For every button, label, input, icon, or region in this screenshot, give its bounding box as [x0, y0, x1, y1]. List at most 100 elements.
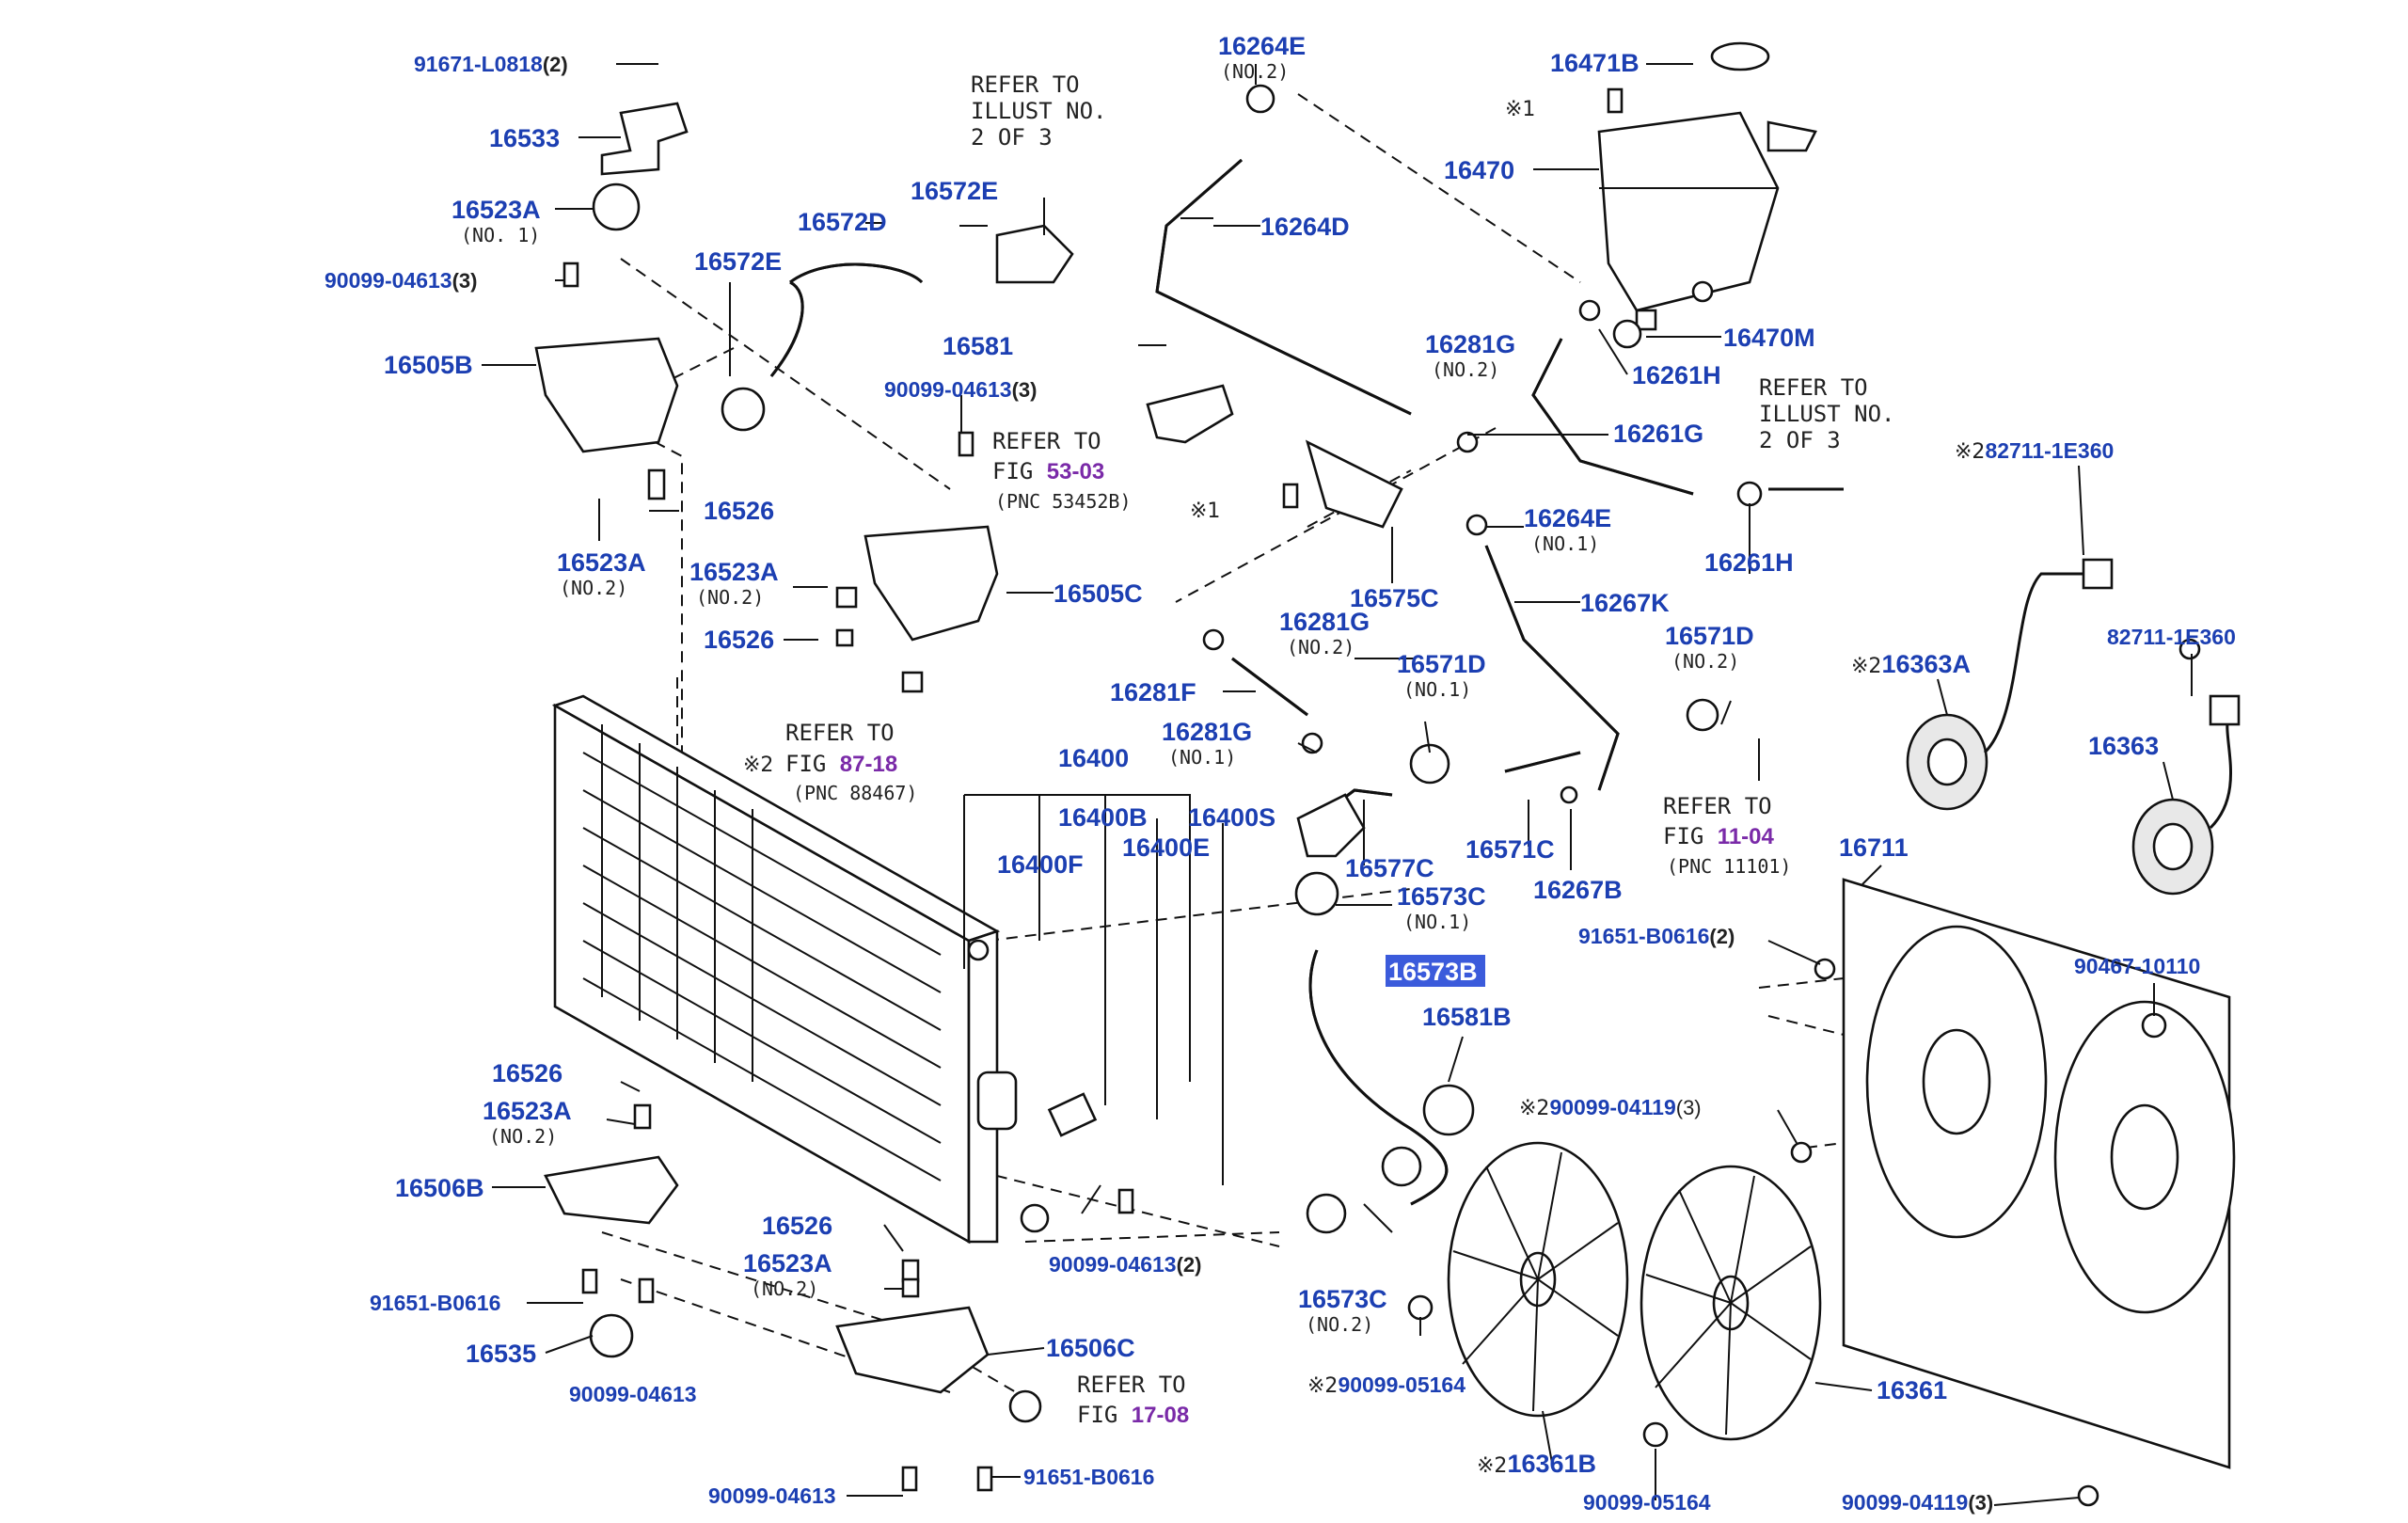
- part-label[interactable]: 91651-B0616: [370, 1291, 500, 1315]
- part-label[interactable]: 16361: [1877, 1376, 1947, 1404]
- refer-illust-note[interactable]: REFER TO ILLUST NO. 2 OF 3: [971, 71, 1120, 151]
- part-label[interactable]: 16572E: [911, 177, 998, 205]
- part-label[interactable]: 16400: [1058, 744, 1129, 772]
- fan-motor-16363: [2131, 694, 2241, 896]
- hoses: [769, 158, 1844, 1206]
- refer-fig-note[interactable]: REFER TO: [785, 720, 895, 746]
- part-label[interactable]: 90099-04613(2): [1049, 1252, 1201, 1277]
- part-label[interactable]: 16281G: [1279, 608, 1370, 636]
- part-label[interactable]: 16261H: [1704, 548, 1794, 577]
- refer-fig-note[interactable]: REFER TO: [1663, 793, 1772, 819]
- part-label[interactable]: 91651-B0616(2): [1578, 924, 1735, 948]
- part-label[interactable]: 16363: [2088, 732, 2159, 760]
- part-label-sub: (NO.2): [489, 1125, 557, 1148]
- radiator: [551, 694, 1018, 1245]
- part-label[interactable]: ※290099-04119(3): [1519, 1095, 1702, 1120]
- part-label[interactable]: 16264D: [1260, 213, 1350, 241]
- part-label[interactable]: 16533: [489, 124, 560, 152]
- part-label-sub: (NO. 1): [461, 224, 540, 246]
- part-label[interactable]: 16261G: [1613, 420, 1703, 448]
- part-label[interactable]: ※282711-1E360: [1955, 438, 2114, 464]
- note-mark: ※1: [1190, 500, 1220, 523]
- part-label[interactable]: 16506B: [395, 1174, 484, 1202]
- part-label[interactable]: 16581: [943, 332, 1013, 360]
- refer-fig-note[interactable]: REFER TO: [1077, 1372, 1186, 1398]
- part-label[interactable]: 16400E: [1122, 833, 1210, 862]
- part-label[interactable]: 16400F: [997, 850, 1084, 879]
- part-label[interactable]: 82711-1E360: [2107, 625, 2236, 649]
- part-label[interactable]: 16470M: [1723, 324, 1815, 352]
- part-label[interactable]: 90099-04613(3): [884, 377, 1037, 402]
- part-label[interactable]: 16264E: [1218, 32, 1306, 60]
- part-label[interactable]: 90467-10110: [2074, 954, 2200, 978]
- part-label-sub: (NO.2): [1287, 636, 1354, 658]
- part-label-sub: (NO.2): [1306, 1313, 1373, 1336]
- refer-fig-note[interactable]: FIG 11-04: [1663, 823, 1775, 849]
- part-label[interactable]: 16267B: [1533, 876, 1623, 904]
- part-label[interactable]: 16571C: [1465, 835, 1555, 864]
- refer-fig-note[interactable]: FIG 87-18: [785, 751, 897, 777]
- part-label[interactable]: 16400B: [1058, 803, 1148, 832]
- part-label[interactable]: 16470: [1444, 156, 1514, 184]
- part-label[interactable]: 16526: [704, 497, 774, 525]
- part-label[interactable]: 16261H: [1632, 361, 1721, 389]
- part-label-sub: (NO.2): [1221, 60, 1289, 83]
- part-label[interactable]: 90099-04613: [708, 1483, 836, 1508]
- part-label-sub: (NO.2): [560, 577, 627, 599]
- highlight-box: [1386, 955, 1485, 987]
- part-label[interactable]: 16281F: [1110, 678, 1196, 706]
- part-label[interactable]: 90099-05164: [1583, 1490, 1711, 1515]
- part-label-sub: (NO.1): [1403, 911, 1471, 933]
- part-label[interactable]: 16523A: [557, 548, 646, 577]
- reference-notes: REFER TO ILLUST NO. 2 OF 3 REFER TO ILLU…: [785, 71, 1909, 1428]
- part-label[interactable]: 16571D: [1397, 650, 1486, 678]
- part-label[interactable]: 16526: [704, 626, 774, 654]
- part-label[interactable]: 16505B: [384, 351, 473, 379]
- part-label[interactable]: 16573C: [1298, 1285, 1387, 1313]
- part-label[interactable]: 16523A: [743, 1249, 832, 1277]
- part-label-sub: (NO.2): [696, 586, 764, 609]
- part-label[interactable]: ※216361B: [1477, 1450, 1596, 1478]
- part-label[interactable]: 16267K: [1580, 589, 1670, 617]
- refer-fig-note[interactable]: FIG 17-08: [1077, 1402, 1189, 1428]
- part-label[interactable]: 16571D: [1665, 622, 1754, 650]
- part-label[interactable]: 16506C: [1046, 1334, 1135, 1362]
- part-label[interactable]: 16264E: [1524, 504, 1611, 532]
- fan-left: [1447, 1141, 1629, 1418]
- part-label-sub: (NO.2): [1671, 650, 1739, 673]
- part-label[interactable]: 90099-04613(3): [325, 268, 477, 293]
- part-label[interactable]: 16535: [466, 1340, 536, 1368]
- part-label[interactable]: 16575C: [1350, 584, 1439, 612]
- part-label[interactable]: 16523A: [689, 558, 779, 586]
- part-label[interactable]: 91671-L0818(2): [414, 52, 568, 76]
- refer-fig-pnc: (PNC 88467): [793, 782, 917, 804]
- part-label[interactable]: 16581B: [1422, 1003, 1512, 1031]
- part-label[interactable]: 90099-04613: [569, 1382, 697, 1406]
- part-label[interactable]: 16400S: [1188, 803, 1275, 832]
- reservoir-tank: [1597, 41, 1817, 331]
- part-label[interactable]: 16523A: [452, 196, 541, 224]
- refer-illust-note[interactable]: REFER TO ILLUST NO. 2 OF 3: [1759, 374, 1909, 453]
- part-label[interactable]: 16281G: [1162, 718, 1252, 746]
- radiator-fins: [582, 724, 942, 1182]
- part-label-sub: (NO.2): [751, 1277, 818, 1300]
- part-label[interactable]: 16526: [762, 1212, 832, 1240]
- part-label[interactable]: 16572E: [694, 247, 782, 276]
- part-label[interactable]: 16573C: [1397, 882, 1486, 911]
- refer-fig-note[interactable]: FIG 53-03: [992, 458, 1104, 484]
- part-label[interactable]: 16471B: [1550, 49, 1640, 77]
- part-label[interactable]: 16572D: [798, 208, 887, 236]
- part-label[interactable]: 16526: [492, 1059, 562, 1087]
- part-label[interactable]: ※216363A: [1851, 650, 1971, 678]
- part-label[interactable]: 16577C: [1345, 854, 1434, 882]
- part-label[interactable]: 16281G: [1425, 330, 1515, 358]
- part-label-highlighted[interactable]: 16573B: [1388, 958, 1478, 986]
- part-label[interactable]: 16711: [1839, 833, 1909, 862]
- part-label[interactable]: 90099-04119(3): [1842, 1490, 1993, 1515]
- part-label[interactable]: ※290099-05164: [1307, 1372, 1465, 1398]
- part-label[interactable]: 16523A: [483, 1097, 572, 1125]
- part-label[interactable]: 91651-B0616: [1023, 1465, 1154, 1489]
- refer-fig-note[interactable]: REFER TO: [992, 428, 1101, 454]
- part-label[interactable]: 16505C: [1054, 579, 1143, 608]
